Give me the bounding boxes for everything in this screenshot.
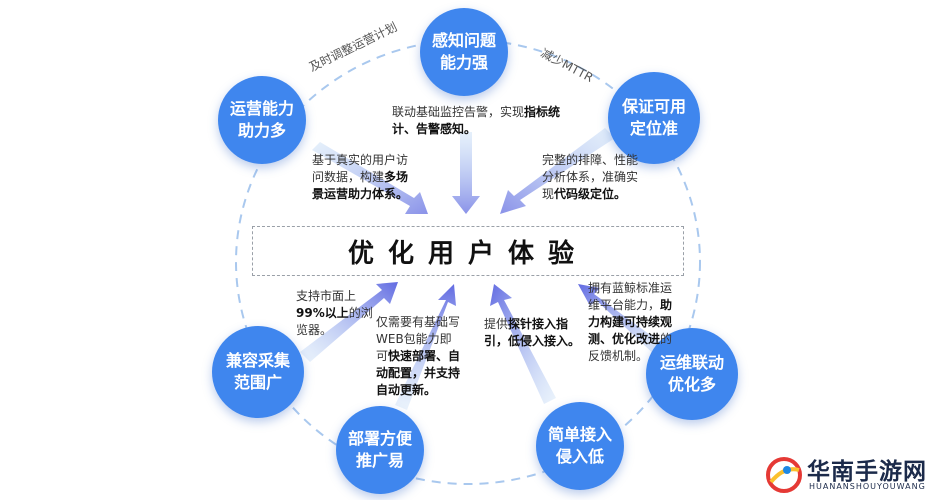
node-right: 运维联动 优化多 (646, 328, 738, 420)
node-upper-right: 保证可用 定位准 (608, 72, 700, 164)
node-left: 兼容采集 范围广 (212, 326, 304, 418)
node-bottom-right: 简单接入 侵入低 (536, 402, 624, 490)
arrow-upper-right (500, 128, 615, 214)
center-title: 优化用户体验 (347, 238, 588, 269)
arrow-left (300, 282, 398, 362)
site-logo: 华南手游网 HUANANSHOUYOUWANG (765, 452, 950, 498)
center-title-box: 优化用户体验 (252, 226, 684, 276)
arrow-bottom-center (490, 284, 556, 404)
dashed-ring (235, 39, 701, 485)
desc-upper-left: 基于真实的用户访 问数据，构建多场 景运营助力体系。 (312, 153, 409, 201)
desc-bottom-right: 提供探针接入指 引，低侵入接入。 (484, 317, 581, 348)
desc-bottom-left: 仅需要有基础写 WEB包能力即 可快速部署、自 动配置，并支持 自动更新。 (376, 315, 461, 397)
desc-right: 拥有蓝鲸标准运 维平台能力，助 力构建可持续观 测、优化改进的 反馈机制。 (588, 281, 673, 363)
node-top: 感知问题 能力强 (420, 8, 508, 96)
node-bottom-left: 部署方便 推广易 (336, 406, 424, 494)
arrow-upper-left (312, 142, 428, 214)
logo-mark-icon (766, 457, 802, 493)
desc-top: 联动基础监控告警，实现指标统 计、告警感知。 (392, 105, 561, 136)
desc-upper-right: 完整的排障、性能 分析体系，准确实 现代码级定位。 (542, 153, 639, 201)
arrow-bottom-left (395, 284, 456, 410)
logo-name: 华南手游网 (807, 459, 927, 485)
arrow-top (452, 132, 480, 214)
node-upper-left: 运营能力 助力多 (218, 76, 306, 164)
arrow-right (578, 284, 668, 358)
logo-subtitle: HUANANSHOUYOUWANG (809, 482, 926, 491)
desc-left: 支持市面上 99%以上的浏 览器。 (296, 289, 373, 337)
